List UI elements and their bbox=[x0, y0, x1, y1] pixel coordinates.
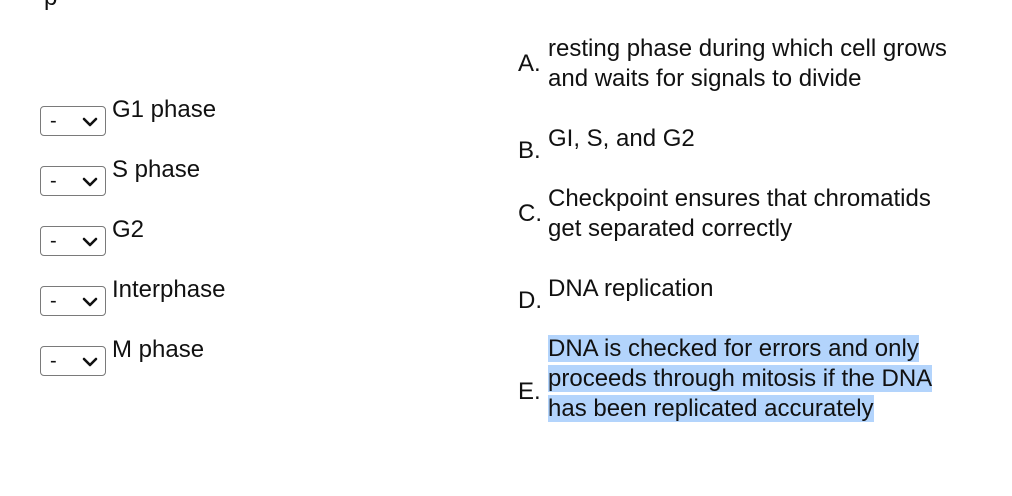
definition-line: Checkpoint ensures that chromatids bbox=[548, 185, 931, 212]
definition-line: and waits for signals to divide bbox=[548, 65, 862, 92]
definition-text: DNA replication bbox=[548, 274, 713, 304]
definition-text: GI, S, and G2 bbox=[548, 124, 695, 154]
term-row-g1: - G1 phase bbox=[40, 96, 300, 136]
select-value: - bbox=[50, 230, 57, 252]
term-row-g2: - G2 bbox=[40, 216, 300, 256]
select-value: - bbox=[50, 350, 57, 372]
term-label: S phase bbox=[112, 156, 201, 183]
match-select-m[interactable]: - bbox=[40, 346, 106, 376]
match-select-g2[interactable]: - bbox=[40, 226, 106, 256]
chevron-down-icon bbox=[82, 237, 98, 247]
definition-letter: A. bbox=[518, 50, 541, 77]
term-label: G2 bbox=[112, 216, 145, 243]
definition-line: GI, S, and G2 bbox=[548, 125, 695, 152]
select-value: - bbox=[50, 110, 57, 132]
definition-line: proceeds through mitosis if the DNA bbox=[548, 364, 933, 394]
select-value: - bbox=[50, 170, 57, 192]
definition-text: resting phase during which cell grows an… bbox=[548, 34, 947, 94]
definition-line: get separated correctly bbox=[548, 215, 793, 242]
definition-line: DNA is checked for errors and only bbox=[548, 334, 932, 364]
match-select-g1[interactable]: - bbox=[40, 106, 106, 136]
chevron-down-icon bbox=[82, 357, 98, 367]
definition-line-text: has been replicated accurately bbox=[548, 395, 874, 422]
definition-letter: C. bbox=[518, 200, 542, 227]
definition-line: DNA replication bbox=[548, 275, 714, 302]
definition-text-selected: DNA is checked for errors and only proce… bbox=[548, 334, 933, 424]
match-select-interphase[interactable]: - bbox=[40, 286, 106, 316]
select-value: - bbox=[50, 290, 57, 312]
definition-letter: B. bbox=[518, 137, 541, 164]
definition-line: resting phase during which cell grows bbox=[548, 35, 947, 62]
term-row-s: - S phase bbox=[40, 156, 300, 196]
definition-letter: D. bbox=[518, 287, 542, 314]
term-label: G1 phase bbox=[112, 96, 217, 123]
match-select-s[interactable]: - bbox=[40, 166, 106, 196]
term-row-interphase: - Interphase bbox=[40, 276, 300, 316]
term-label: Interphase bbox=[112, 276, 226, 303]
definition-text: Checkpoint ensures that chromatids get s… bbox=[548, 184, 931, 244]
clipped-heading-text: p bbox=[44, 0, 57, 12]
definition-line-text: DNA is checked for errors and only bbox=[548, 335, 919, 362]
chevron-down-icon bbox=[82, 297, 98, 307]
definition-letter: E. bbox=[518, 378, 541, 405]
chevron-down-icon bbox=[82, 177, 98, 187]
chevron-down-icon bbox=[82, 117, 98, 127]
term-label: M phase bbox=[112, 336, 205, 363]
definition-line: has been replicated accurately bbox=[548, 394, 932, 424]
term-row-m: - M phase bbox=[40, 336, 300, 376]
definition-line-text: proceeds through mitosis if the DNA bbox=[548, 365, 933, 392]
